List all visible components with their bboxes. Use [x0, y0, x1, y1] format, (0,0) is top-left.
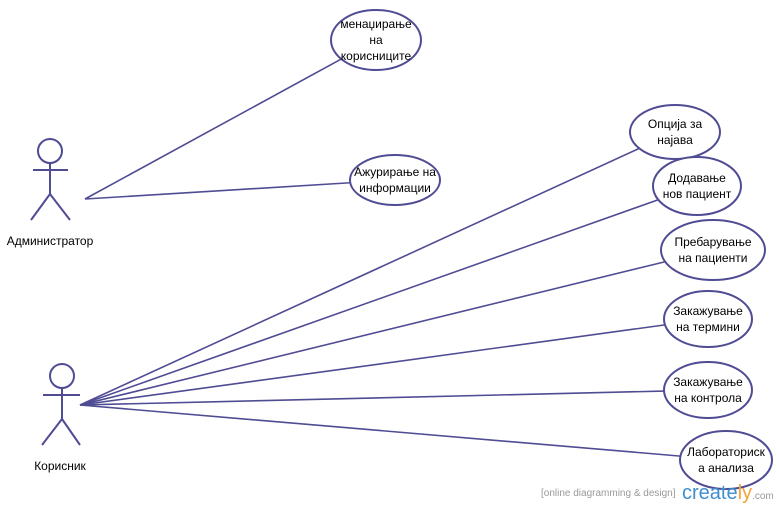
use-case-uc8[interactable]: Лабораториск а анализа	[679, 430, 773, 490]
use-case-ellipse	[660, 219, 766, 281]
use-case-label: Ажурирање на	[354, 165, 436, 179]
actor-leg	[61, 418, 81, 446]
actor-head	[37, 138, 63, 164]
use-case-ellipse	[629, 104, 721, 160]
actor-leg	[30, 193, 51, 221]
use-case-ellipse	[652, 156, 742, 216]
use-case-label: Закажување	[673, 375, 743, 389]
watermark: [online diagramming & design] creately.c…	[541, 482, 774, 504]
use-case-uc2[interactable]: Ажурирање на информации	[349, 154, 441, 206]
association-user-uc5	[79, 260, 666, 406]
use-case-ellipse	[663, 361, 753, 419]
association-user-uc4	[79, 198, 659, 406]
use-case-label: менаџирање	[340, 17, 412, 31]
association-admin-uc1	[84, 58, 342, 200]
use-case-label: на термини	[676, 320, 740, 334]
use-case-label: Пребарување	[675, 235, 752, 249]
use-case-label: Опција за	[648, 117, 703, 131]
use-case-label: Закажување	[673, 304, 743, 318]
use-case-label: а анализа	[698, 461, 754, 475]
use-case-label: Лабораториск	[687, 445, 766, 459]
use-case-label: на	[369, 33, 383, 47]
use-case-ellipse	[349, 154, 441, 206]
actor-label: Корисник	[34, 459, 86, 473]
association-user-uc7	[79, 390, 665, 406]
use-case-uc1[interactable]: менаџирање на корисниците	[330, 9, 422, 71]
associations	[79, 58, 681, 457]
use-case-ellipse	[330, 9, 422, 71]
actor-administrator[interactable]: Администратор	[7, 138, 94, 248]
actor-leg	[49, 193, 71, 221]
use-case-label: корисниците	[341, 49, 412, 63]
watermark-brand: creately.com	[682, 482, 774, 504]
use-case-label: информации	[359, 181, 431, 195]
association-user-uc3	[79, 147, 640, 406]
actor-user[interactable]: Корисник	[34, 363, 87, 473]
association-admin-uc2	[84, 181, 351, 200]
use-case-label: на пациенти	[679, 251, 748, 265]
use-case-uc3[interactable]: Опција за најава	[629, 104, 721, 160]
use-case-ellipse	[663, 290, 753, 348]
use-case-uc6[interactable]: Закажување на термини	[663, 290, 753, 348]
association-user-uc8	[79, 404, 681, 457]
association-user-uc6	[79, 324, 666, 406]
use-case-uc7[interactable]: Закажување на контрола	[663, 361, 753, 419]
use-case-label: нов пациент	[663, 187, 732, 201]
use-case-label: најава	[657, 133, 693, 147]
use-case-uc5[interactable]: Пребарување на пациенти	[660, 219, 766, 281]
actor-head	[49, 363, 75, 389]
watermark-tagline: [online diagramming & design]	[541, 488, 676, 499]
actor-leg	[41, 418, 63, 446]
use-case-label: Додавање	[668, 171, 726, 185]
use-case-ellipse	[679, 430, 773, 490]
use-case-label: на контрола	[674, 391, 742, 405]
use-case-uc4[interactable]: Додавање нов пациент	[652, 156, 742, 216]
actor-label: Администратор	[7, 234, 94, 248]
